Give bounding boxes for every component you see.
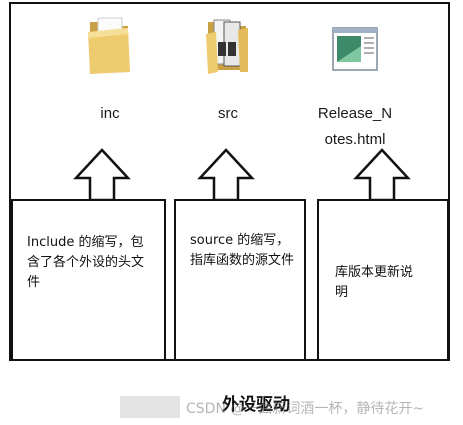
file-item-inc[interactable]: inc bbox=[70, 12, 150, 132]
description-text-src: source 的缩写，指库函数的源文件 bbox=[190, 233, 295, 268]
file-label-release-line1: Release_N bbox=[317, 105, 393, 122]
diagram-caption: 外设驱动 bbox=[222, 395, 290, 415]
watermark-blur bbox=[120, 396, 180, 418]
watermark-text: CSDN @一曲新词酒一杯，静待花开~ bbox=[186, 398, 463, 422]
file-item-release-notes[interactable]: Release_N otes.html bbox=[300, 12, 410, 162]
folder-with-files-icon bbox=[206, 19, 248, 74]
description-text-inc: Include 的缩写，包含了各个外设的头文件 bbox=[27, 235, 145, 290]
description-box-inc: Include 的缩写，包含了各个外设的头文件 bbox=[11, 199, 166, 361]
folder-icon bbox=[88, 17, 130, 74]
html-document-icon bbox=[332, 27, 378, 71]
description-text-release: 库版本更新说明 bbox=[335, 265, 414, 300]
description-box-src: source 的缩写，指库函数的源文件 bbox=[174, 199, 306, 361]
description-box-release: 库版本更新说明 bbox=[317, 199, 449, 361]
file-item-src[interactable]: src bbox=[188, 12, 268, 132]
file-label-inc: inc bbox=[100, 105, 120, 122]
arrow-up-inc bbox=[73, 148, 131, 202]
file-label-src: src bbox=[218, 105, 238, 122]
file-label-release-line2: otes.html bbox=[324, 131, 386, 148]
watermark-label: CSDN @一曲新词酒一杯，静待花开~ bbox=[186, 401, 425, 417]
arrow-up-release bbox=[353, 148, 411, 202]
arrow-up-src bbox=[197, 148, 255, 202]
